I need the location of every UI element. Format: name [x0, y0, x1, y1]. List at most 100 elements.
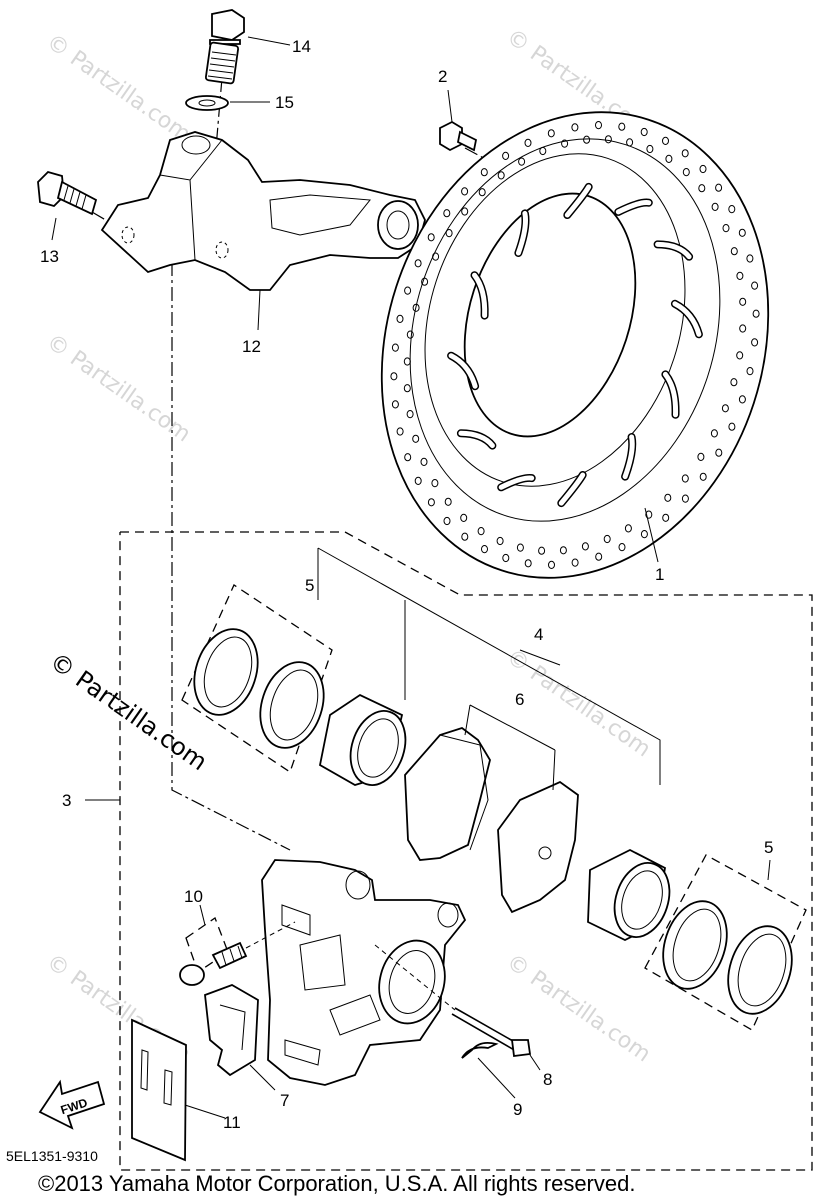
disc-hole — [478, 188, 486, 197]
leader-lines — [51, 36, 771, 1119]
disc-hole — [595, 121, 602, 130]
pad-pin-8 — [451, 1007, 532, 1058]
pin-axis — [374, 944, 456, 1011]
disc-hole — [414, 259, 422, 268]
callout-2: 2 — [438, 67, 447, 86]
disc-hole — [626, 138, 634, 147]
callout-3: 3 — [62, 791, 71, 810]
disc-hole — [751, 281, 759, 290]
bleed-screw-10 — [179, 916, 248, 986]
disc-hole — [406, 330, 414, 339]
disc-hole — [715, 448, 723, 457]
disc-hole — [752, 309, 760, 318]
disc-hole — [728, 422, 736, 431]
disc-slot — [515, 210, 529, 256]
disc-hole — [603, 534, 611, 544]
disc-hole — [396, 427, 404, 436]
disc-hole — [662, 513, 670, 522]
disc-hole — [443, 516, 451, 526]
disc-hole — [481, 545, 488, 554]
disc-slot — [458, 430, 495, 449]
disc-holes — [390, 121, 760, 570]
watermark-large: © Partzilla.com — [45, 647, 213, 776]
disc-hole — [412, 434, 420, 443]
disc-hole — [502, 151, 510, 160]
disc-hole — [524, 138, 532, 147]
disc-hole — [746, 367, 754, 376]
disc-hole — [497, 171, 505, 180]
disc-hole — [548, 560, 555, 570]
callout-12: 12 — [242, 337, 261, 356]
disc-slot — [558, 472, 586, 506]
disc-hole — [640, 127, 648, 137]
disc-hole — [547, 129, 555, 138]
disc-hole — [539, 146, 547, 156]
piston-seal-right-1 — [662, 900, 728, 990]
disc-hole — [480, 168, 488, 177]
disc-hole — [390, 372, 398, 381]
caliper-assembly-outline — [119, 531, 813, 1171]
bolt-13 — [37, 170, 98, 216]
disc-slots — [447, 182, 703, 508]
disc-hole — [721, 404, 729, 413]
disc-hole — [710, 429, 718, 438]
disc-hole — [730, 378, 738, 387]
disc-hole — [728, 205, 736, 214]
disc-hole — [432, 252, 440, 261]
disc-hole — [571, 558, 579, 567]
disc-hole — [502, 553, 510, 563]
disc-slot — [472, 272, 488, 319]
disc-hole — [524, 559, 532, 568]
callout-13: 13 — [40, 247, 59, 266]
disc-hole — [739, 324, 747, 333]
callout-5-right: 5 — [764, 838, 773, 857]
disc-hole — [722, 224, 730, 233]
disc-hole — [420, 457, 428, 466]
disc-hole — [414, 476, 422, 485]
callout-10: 10 — [184, 887, 203, 906]
seal-kit-5-right-outline — [644, 854, 807, 1031]
fwd-arrow-icon: FWD — [38, 1079, 106, 1130]
washer-15 — [185, 95, 229, 111]
disc-hole — [738, 228, 746, 237]
disc-hole — [443, 209, 451, 218]
disc-hole — [571, 123, 579, 132]
seal-kit-5-left-outline — [181, 584, 333, 774]
disc-hole — [421, 277, 429, 286]
callout-11: 11 — [223, 1113, 241, 1132]
disc-hole — [618, 122, 626, 131]
bolt-2 — [439, 120, 478, 152]
callout-9: 9 — [513, 1100, 522, 1119]
callout-15: 15 — [275, 93, 294, 112]
alignment-line — [171, 262, 291, 851]
brake-pad-6-b — [497, 780, 579, 914]
disc-hole — [516, 543, 524, 552]
disc-hole — [391, 343, 399, 352]
piston-4-left — [318, 693, 407, 786]
disc-hole — [403, 384, 411, 393]
piston-seal-left-2 — [259, 661, 325, 749]
disc-hole — [406, 410, 414, 419]
disc-hole — [698, 184, 706, 193]
pad-spring-7 — [204, 984, 259, 1077]
disc-hole — [711, 202, 719, 211]
disc-hole — [518, 157, 526, 166]
disc-hole — [618, 543, 626, 552]
watermark-1: © Partzilla.com — [42, 29, 195, 147]
disc-hole — [624, 524, 632, 533]
brake-pad-6-a — [404, 727, 491, 861]
disc-hole — [682, 168, 690, 177]
disc-hole — [396, 314, 404, 323]
disc-hole — [646, 144, 654, 154]
disc-hole — [404, 453, 412, 462]
caliper-bracket-12 — [100, 131, 426, 291]
disc-hole — [738, 395, 746, 404]
callout-7: 7 — [280, 1091, 289, 1110]
disc-hole — [715, 183, 723, 192]
disc-hole — [665, 154, 673, 163]
caliper-body — [261, 859, 467, 1086]
disc-hole — [697, 452, 705, 461]
disc-slot — [662, 371, 679, 418]
piston-seal-right-2 — [727, 925, 793, 1015]
